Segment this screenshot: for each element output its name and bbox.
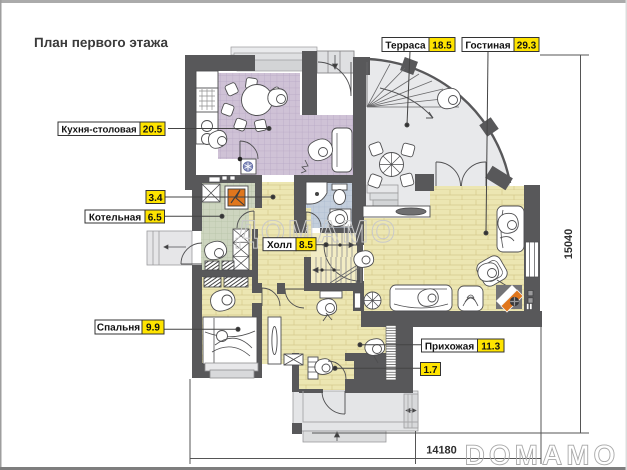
svg-text:14180: 14180 — [426, 444, 457, 456]
svg-text:ДОМАМО: ДОМАМО — [236, 214, 398, 249]
svg-text:20.5: 20.5 — [143, 124, 163, 135]
svg-text:8.5: 8.5 — [299, 240, 313, 251]
svg-text:Холл: Холл — [267, 240, 292, 251]
svg-text:18.5: 18.5 — [432, 40, 452, 51]
svg-text:11.3: 11.3 — [481, 341, 500, 352]
svg-text:29.3: 29.3 — [517, 40, 537, 51]
svg-text:DOMAMO: DOMAMO — [465, 440, 620, 470]
svg-text:Гостиная: Гостиная — [465, 40, 510, 51]
svg-text:Терраса: Терраса — [385, 40, 426, 51]
svg-text:15040: 15040 — [563, 229, 575, 260]
svg-text:Прихожая: Прихожая — [425, 341, 475, 352]
svg-text:Кухня-столовая: Кухня-столовая — [61, 124, 136, 135]
svg-text:Спальня: Спальня — [97, 323, 140, 334]
svg-text:Котельная: Котельная — [89, 212, 142, 223]
svg-text:6.5: 6.5 — [148, 212, 162, 223]
svg-text:1.7: 1.7 — [424, 365, 438, 376]
svg-text:3.4: 3.4 — [149, 193, 163, 204]
svg-text:План первого этажа: План первого этажа — [34, 35, 169, 50]
svg-text:9.9: 9.9 — [146, 323, 160, 334]
